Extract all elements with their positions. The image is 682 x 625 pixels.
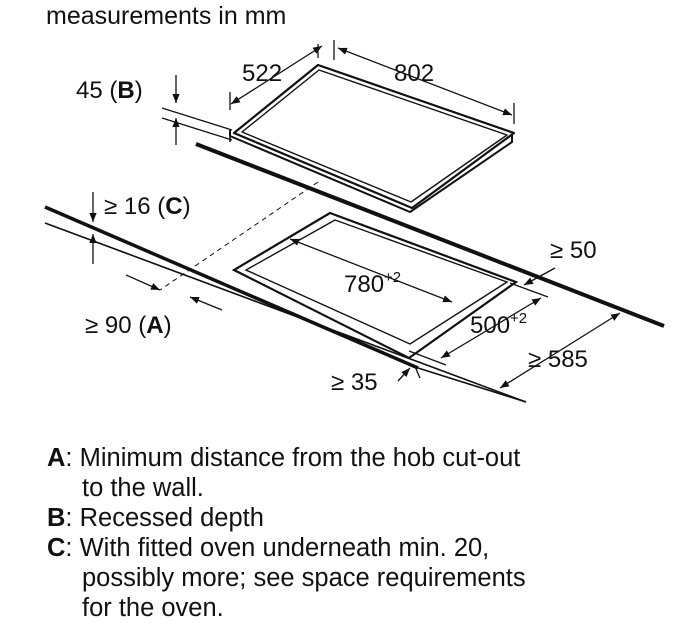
label-oven-gap: ≥ 16 (C)	[104, 193, 191, 220]
label-worktop-depth: ≥ 585	[528, 346, 588, 373]
label-wall-distance: ≥ 90 (A)	[85, 312, 172, 339]
worktop-back-edge	[195, 142, 665, 328]
legend-sep: :	[65, 504, 73, 532]
dim-hob-depth	[229, 44, 323, 110]
legend-text: Recessed depth	[79, 504, 264, 532]
legend-text: Minimum distance from the hob cut-out	[79, 444, 521, 472]
label-front-clearance: ≥ 35	[331, 369, 378, 396]
label-hob-depth: 522	[242, 60, 282, 87]
dim-front-clearance	[397, 367, 421, 382]
dim-cutout-depth	[408, 282, 549, 366]
legend-sep: :	[65, 534, 73, 562]
dim-hob-width	[333, 40, 515, 124]
hob-front-edge	[229, 130, 513, 213]
installation-diagram: 522 802 45 (B) ≥ 16 (C) ≥ 90 (A) 780+2 5…	[44, 40, 665, 403]
legend-item-c: C: With fitted oven underneath min. 20,	[47, 533, 667, 563]
legend-text: With fitted oven underneath min. 20,	[79, 534, 490, 562]
projection-line	[159, 181, 319, 291]
label-hob-width: 802	[394, 60, 434, 87]
legend-key: A	[47, 444, 66, 472]
dim-rear-clearance	[523, 267, 556, 286]
legend-key: C	[47, 534, 66, 562]
legend-text: possibly more; see space requirements	[82, 564, 526, 592]
label-rear-clearance: ≥ 50	[550, 237, 597, 264]
label-recessed-depth: 45 (B)	[76, 77, 143, 104]
worktop-front-edge	[44, 205, 527, 403]
legend-sep: :	[65, 444, 73, 472]
dim-recessed-depth	[161, 75, 233, 145]
dim-cutout-width	[289, 238, 453, 303]
legend-key: B	[47, 504, 66, 532]
label-cutout-depth: 500+2	[470, 310, 527, 339]
label-cutout-width: 780+2	[344, 269, 401, 298]
cutout-outer	[231, 211, 519, 360]
hob	[229, 63, 516, 213]
legend-text: to the wall.	[82, 474, 204, 502]
legend-item-b: B: Recessed depth	[47, 503, 667, 533]
legend: A: Minimum distance from the hob cut-out…	[47, 443, 667, 623]
page-title: measurements in mm	[46, 2, 287, 30]
legend-item-a: A: Minimum distance from the hob cut-out	[47, 443, 667, 473]
legend-text: for the oven.	[82, 594, 224, 622]
dim-worktop-depth	[499, 312, 621, 389]
dim-wall-distance	[125, 274, 223, 311]
